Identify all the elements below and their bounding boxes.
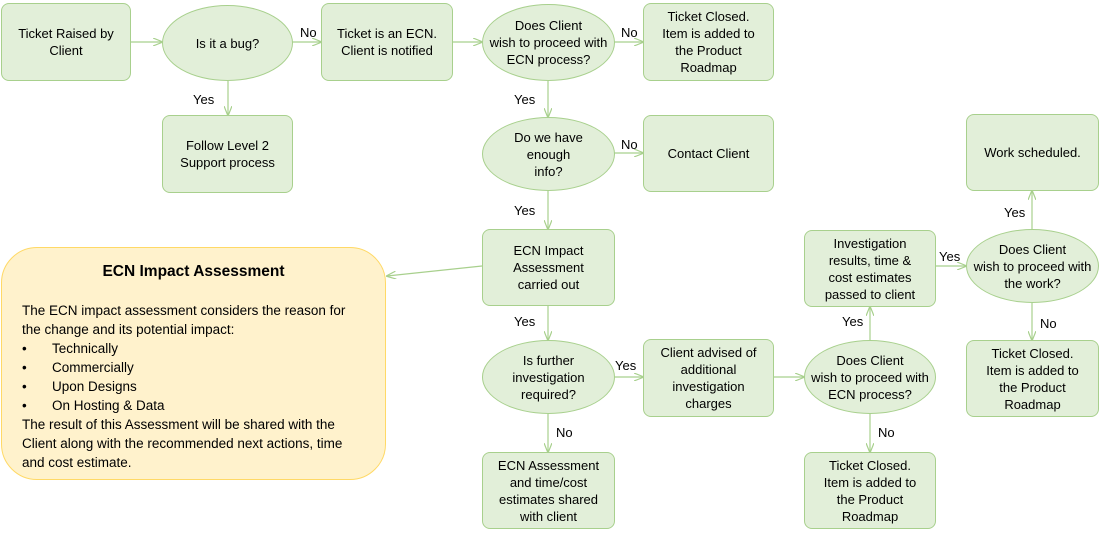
node-client-advised: Client advised of additional investigati… (643, 339, 774, 417)
label-info-no: No (621, 137, 638, 152)
node-ticket-closed-3: Ticket Closed. Item is added to the Prod… (966, 340, 1099, 417)
node-further-investigation: Is further investigation required? (482, 340, 615, 414)
node-work-scheduled: Work scheduled. (966, 114, 1099, 191)
node-follow-level2: Follow Level 2 Support process (162, 115, 293, 193)
node-contact-client: Contact Client (643, 115, 774, 192)
node-is-it-a-bug: Is it a bug? (162, 5, 293, 81)
node-impact-carried-out: ECN Impact Assessment carried out (482, 229, 615, 306)
node-ticket-is-ecn: Ticket is an ECN. Client is notified (321, 3, 453, 81)
label-bug-no: No (300, 25, 317, 40)
node-ticket-closed-1: Ticket Closed. Item is added to the Prod… (643, 3, 774, 81)
node-proceed-work: Does Client wish to proceed with the wor… (966, 229, 1099, 303)
node-investigation-results: Investigation results, time & cost estim… (804, 230, 936, 307)
impact-item: Upon Designs (22, 377, 365, 396)
label-info-yes: Yes (514, 203, 536, 218)
impact-assessment-callout: ECN Impact Assessment The ECN impact ass… (1, 247, 386, 480)
node-ticket-raised: Ticket Raised by Client (1, 3, 131, 81)
arrow-impact-to-callout (387, 265, 483, 276)
label-proceed1-no: No (621, 25, 638, 40)
impact-assessment-intro: The ECN impact assessment considers the … (22, 303, 346, 337)
label-proceed1-yes: Yes (514, 92, 536, 107)
impact-assessment-outro: The result of this Assessment will be sh… (22, 417, 343, 470)
node-ticket-closed-2: Ticket Closed. Item is added to the Prod… (804, 452, 936, 529)
label-work-no: No (1040, 316, 1057, 331)
impact-item: Commercially (22, 358, 365, 377)
node-assessment-shared: ECN Assessment and time/cost estimates s… (482, 452, 615, 529)
label-proceed2-no: No (878, 425, 895, 440)
impact-assessment-title: ECN Impact Assessment (102, 263, 285, 280)
label-further-no: No (556, 425, 573, 440)
label-bug-yes: Yes (193, 92, 215, 107)
node-proceed-ecn-1: Does Client wish to proceed with ECN pro… (482, 4, 615, 81)
node-proceed-ecn-2: Does Client wish to proceed with ECN pro… (804, 340, 936, 414)
label-impact-yes: Yes (514, 314, 536, 329)
label-work-yes-up: Yes (1004, 205, 1026, 220)
label-further-yes: Yes (615, 358, 637, 373)
impact-assessment-list: Technically Commercially Upon Designs On… (22, 339, 365, 415)
label-work-yes-right: Yes (939, 249, 961, 264)
impact-item: Technically (22, 339, 365, 358)
node-enough-info: Do we have enough info? (482, 117, 615, 191)
label-proceed2-yes: Yes (842, 314, 864, 329)
impact-item: On Hosting & Data (22, 396, 365, 415)
